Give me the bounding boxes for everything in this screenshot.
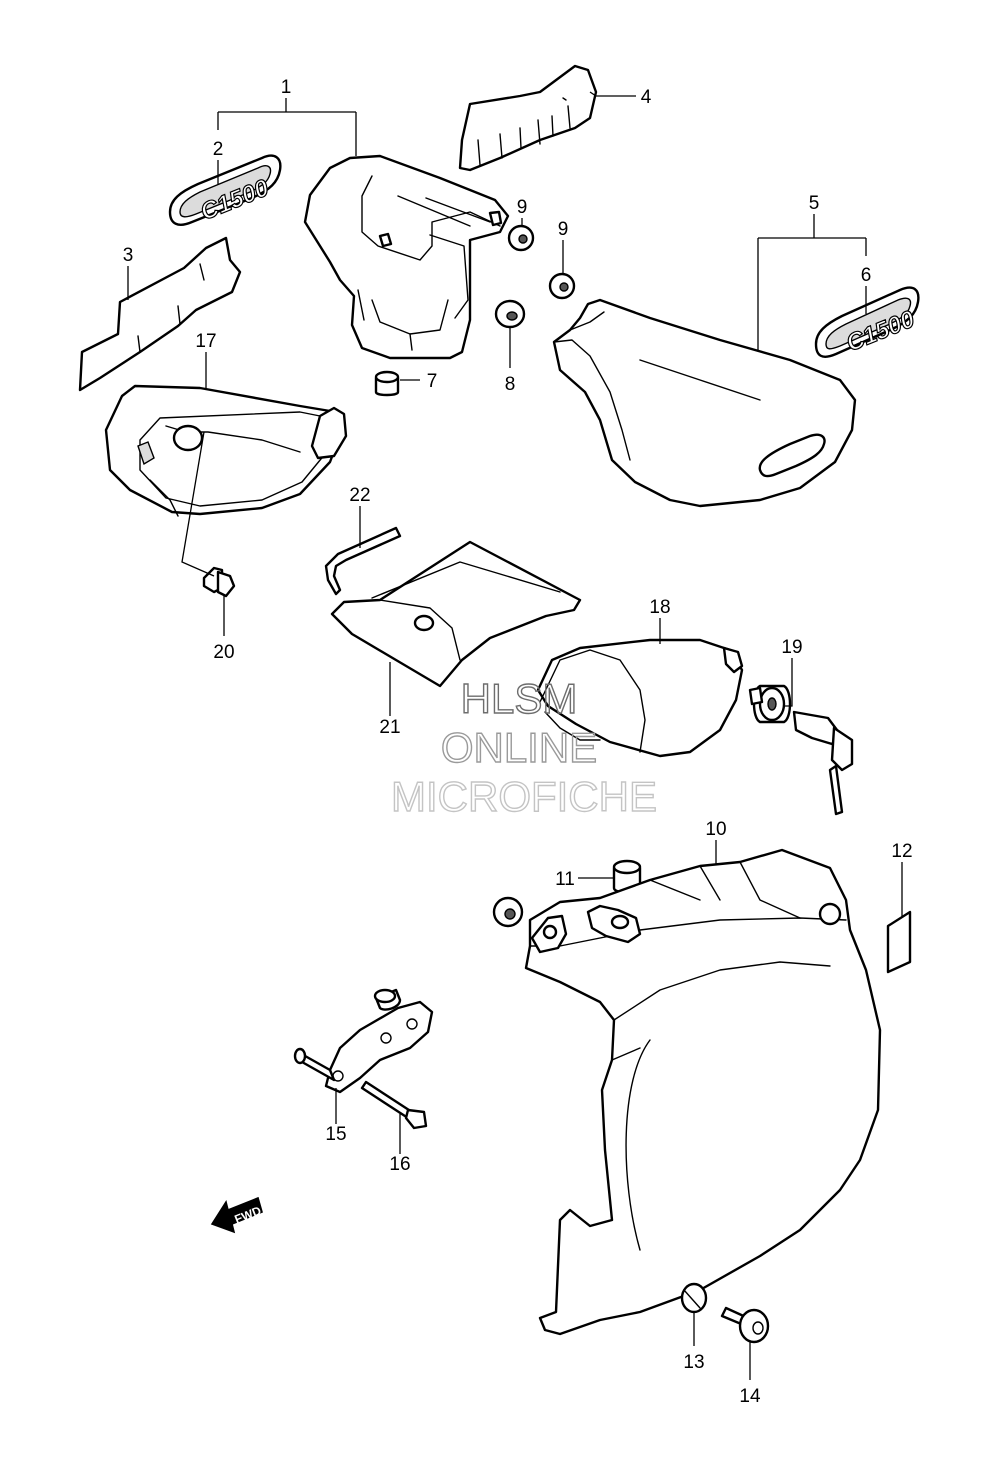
callout-11: 11 xyxy=(555,869,575,890)
callout-20: 20 xyxy=(213,642,234,663)
callout-6: 6 xyxy=(861,265,872,286)
callout-18: 18 xyxy=(649,597,670,618)
callout-21: 21 xyxy=(379,717,400,738)
callout-8: 8 xyxy=(505,374,516,395)
part-7-cushion xyxy=(374,370,400,397)
callout-12: 12 xyxy=(891,841,912,862)
part-6-emblem: C1500 xyxy=(814,286,920,358)
callout-16: 16 xyxy=(389,1154,410,1175)
callout-7: 7 xyxy=(427,371,438,392)
callout-4: 4 xyxy=(641,87,652,108)
part-12-label xyxy=(886,910,912,974)
grommet-part-10-a xyxy=(492,896,524,928)
part-19-lock xyxy=(748,684,854,816)
part-14-bolt xyxy=(720,1306,770,1344)
callout-numbers: 1 2 3 4 5 6 7 8 9 9 10 11 12 13 14 15 16… xyxy=(123,77,913,1407)
part-3-insulator-sheet xyxy=(78,236,242,392)
callout-2: 2 xyxy=(213,139,224,160)
callout-22: 22 xyxy=(349,485,370,506)
callout-17: 17 xyxy=(195,331,216,352)
callout-1: 1 xyxy=(281,77,292,98)
part-17-case xyxy=(104,384,348,517)
callout-14: 14 xyxy=(739,1386,761,1407)
part-22-hex-wrench xyxy=(324,526,402,596)
callout-13: 13 xyxy=(683,1352,704,1373)
watermark-line-2: ONLINE xyxy=(441,724,597,771)
part-2-emblem: C1500 xyxy=(168,154,282,227)
part-9-grommet-a xyxy=(507,224,535,252)
part-20-bolt xyxy=(202,566,236,598)
part-18-tool-case-cover xyxy=(536,638,744,758)
watermark-line-1: HLSM xyxy=(461,675,578,722)
callout-10: 10 xyxy=(705,819,726,840)
part-8-grommet xyxy=(494,299,526,329)
part-10-side-cover xyxy=(524,848,882,1336)
callout-5: 5 xyxy=(809,193,820,214)
part-4-insulator-sheet xyxy=(458,64,598,172)
part-21-tool-bag xyxy=(330,540,582,688)
callout-15: 15 xyxy=(325,1124,346,1145)
watermark-line-3: MICROFICHE xyxy=(391,773,657,820)
part-1-left-frame-cover xyxy=(303,154,510,360)
callout-9-a: 9 xyxy=(517,197,528,218)
fwd-direction-arrow: FWD xyxy=(210,1196,263,1234)
callout-19: 19 xyxy=(781,637,802,658)
part-13-grommet xyxy=(680,1282,708,1314)
part-16-bolt xyxy=(360,1080,428,1130)
watermark: HLSM ONLINE MICROFICHE xyxy=(390,674,657,820)
part-9-grommet-b xyxy=(548,272,576,300)
part-5-right-frame-cover xyxy=(552,298,857,508)
callout-3: 3 xyxy=(123,245,134,266)
callout-9-b: 9 xyxy=(558,219,569,240)
part-15-bracket xyxy=(293,988,434,1094)
leader-lines xyxy=(127,91,903,1380)
